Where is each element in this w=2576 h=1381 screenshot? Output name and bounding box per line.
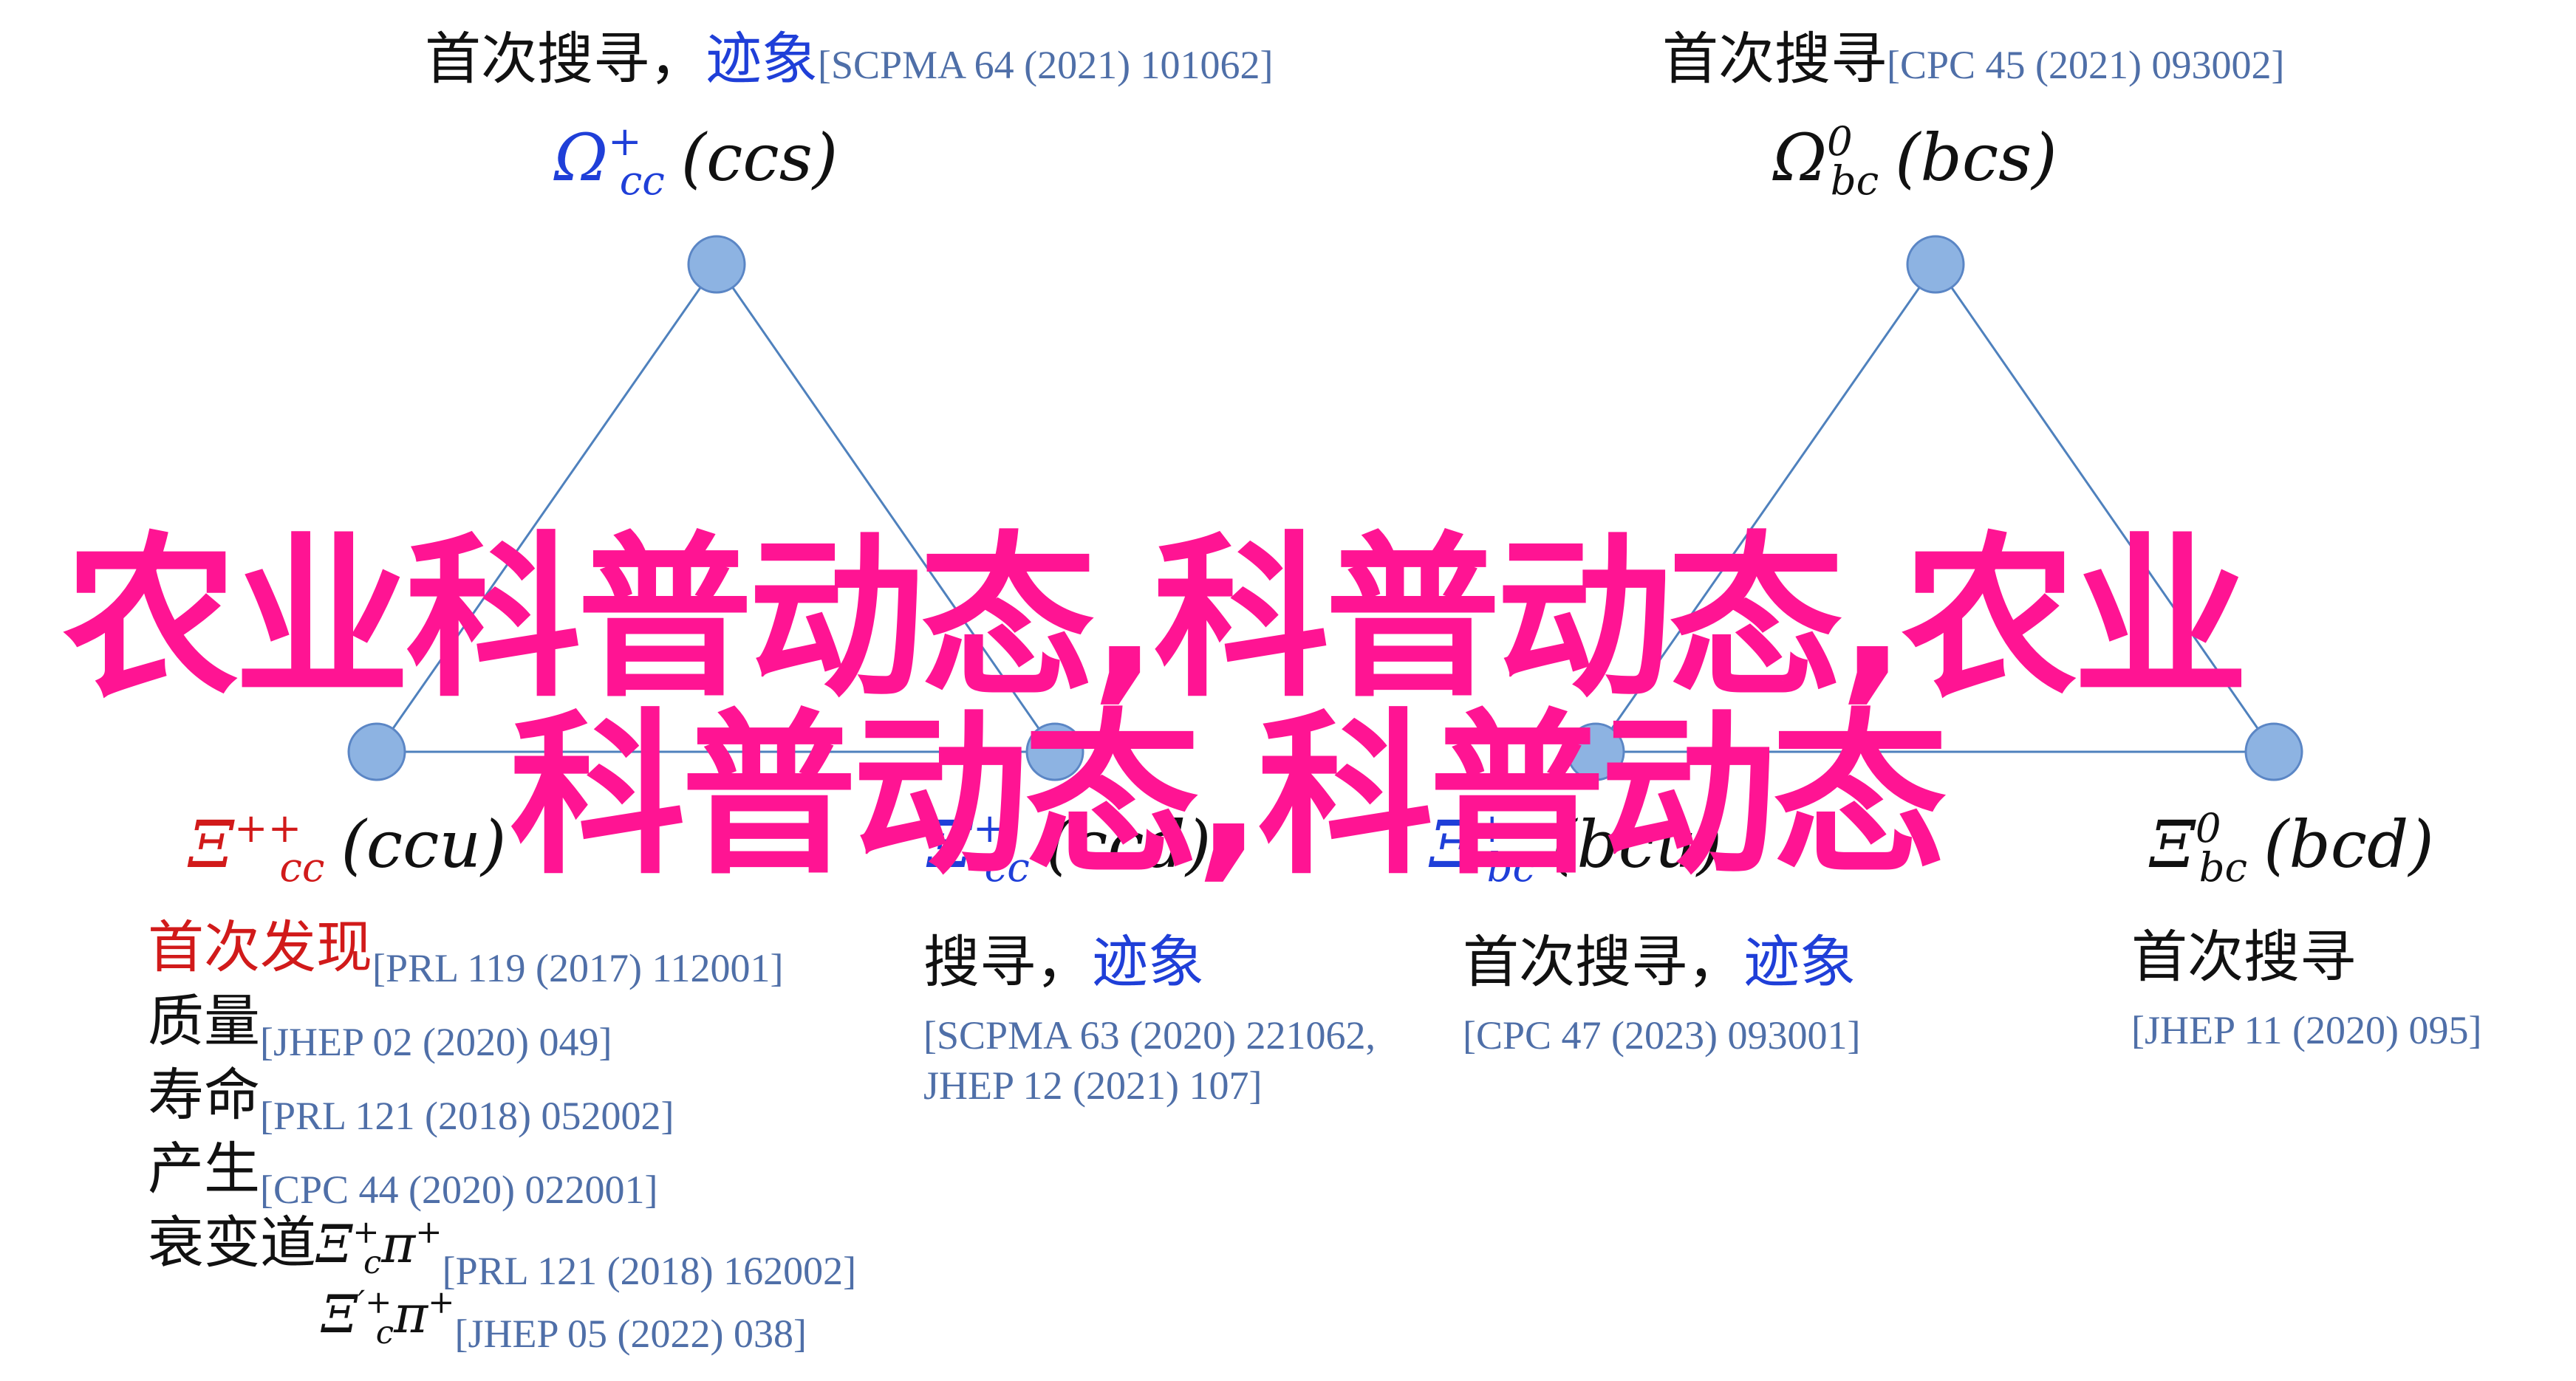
ccu-decay-2-sup: ′+ bbox=[358, 1284, 392, 1321]
label-bcu: 首次搜寻，迹象 bbox=[1463, 934, 1856, 990]
label-bcu-prefix: 首次搜寻， bbox=[1463, 929, 1743, 995]
formula-bcd-sup: 0 bbox=[2195, 804, 2221, 852]
ccu-line-3: 寿命[PRL 121 (2018) 052002] bbox=[148, 1067, 674, 1137]
label-bcd: 首次搜寻 bbox=[2131, 929, 2356, 985]
formula-ccs: Ω+cc(ccs) bbox=[554, 121, 838, 200]
node-bcu bbox=[1566, 722, 1625, 781]
formula-bcd-symbol: Ξ bbox=[2150, 806, 2196, 883]
ccu-line-2-ref: [JHEP 02 (2020) 049] bbox=[260, 1020, 612, 1064]
ccu-decay-2-symbol: Ξ bbox=[321, 1284, 358, 1345]
ccu-line-5-ref: [PRL 121 (2018) 162002] bbox=[442, 1249, 857, 1293]
formula-ccd: Ξ+cc(ccd) bbox=[927, 808, 1211, 887]
ref-ccd-line-1: [SCPMA 63 (2020) 221062, bbox=[923, 1013, 1376, 1058]
label-bcs-prefix: 首次搜寻 bbox=[1662, 26, 1887, 92]
formula-bcs-quarks: (bcs) bbox=[1895, 120, 2057, 196]
formula-bcu-sup: + bbox=[1475, 804, 1509, 852]
label-ccs-prefix: 首次搜寻， bbox=[425, 26, 706, 92]
ccu-decay-2: Ξ′+cπ+ bbox=[321, 1284, 455, 1349]
formula-ccs-quarks: (ccs) bbox=[680, 120, 838, 196]
edge-bcs-bcd bbox=[1934, 264, 2275, 753]
formula-bcd-quarks: (bcd) bbox=[2264, 806, 2434, 883]
ccu-decay-2-tail-sup: + bbox=[428, 1284, 455, 1321]
ccu-decay-1-sub: c bbox=[363, 1244, 382, 1282]
label-bcs: 首次搜寻[CPC 45 (2021) 093002] bbox=[1662, 31, 2285, 87]
node-ccd bbox=[1025, 722, 1084, 781]
ccu-line-5-label: 衰变道 bbox=[148, 1210, 316, 1275]
ccu-line-1-ref: [PRL 119 (2017) 112001] bbox=[372, 946, 784, 990]
formula-bcu-sub: bc bbox=[1486, 843, 1536, 891]
formula-bcd: Ξ0bc(bcd) bbox=[2150, 808, 2434, 887]
label-bcd-prefix: 首次搜寻 bbox=[2131, 924, 2356, 990]
formula-ccu-sub: cc bbox=[279, 843, 325, 891]
formula-bcs: Ω0bc(bcs) bbox=[1773, 121, 2057, 200]
formula-bcu-symbol: Ξ bbox=[1429, 806, 1475, 883]
formula-ccd-quarks: (ccd) bbox=[1045, 806, 1212, 883]
label-ccs: 首次搜寻，迹象[SCPMA 64 (2021) 101062] bbox=[425, 31, 1274, 87]
formula-ccd-sup: + bbox=[972, 804, 1007, 852]
watermark-line-2: 科普动态,科普动态 bbox=[510, 694, 1947, 899]
ccu-line-5: 衰变道Ξ+cπ+[PRL 121 (2018) 162002] bbox=[148, 1215, 856, 1292]
formula-bcu: Ξ+bc(bcu) bbox=[1429, 808, 1722, 887]
formula-ccu-symbol: Ξ bbox=[188, 806, 234, 883]
watermark-line-1: 农业科普动态,科普动态,农业 bbox=[63, 517, 2249, 722]
formula-ccu: Ξ++cc(ccu) bbox=[188, 808, 506, 887]
formula-ccu-sup: ++ bbox=[233, 804, 302, 852]
edge-bcs-bcu bbox=[1594, 264, 1937, 753]
formula-ccd-symbol: Ξ bbox=[927, 806, 973, 883]
edge-ccs-ccd bbox=[715, 264, 1056, 753]
label-ccd: 搜寻，迹象 bbox=[923, 934, 1204, 990]
label-bcu-highlight: 迹象 bbox=[1743, 929, 1856, 995]
ccu-decay-2-sub: c bbox=[375, 1315, 394, 1352]
ccu-decay-1-sup: + bbox=[352, 1213, 380, 1251]
ref-bcd: [JHEP 11 (2020) 095] bbox=[2131, 1008, 2482, 1052]
formula-ccd-sub: cc bbox=[984, 843, 1030, 891]
node-bcs bbox=[1906, 235, 1965, 294]
formula-ccs-sup: + bbox=[607, 117, 642, 165]
ccu-decay-1-tail-sup: + bbox=[415, 1213, 443, 1251]
label-ccd-prefix: 搜寻， bbox=[923, 929, 1092, 995]
edge-ccs-ccu bbox=[375, 264, 718, 753]
formula-ccs-symbol: Ω bbox=[554, 120, 608, 196]
ccu-decay-2-tail: π bbox=[394, 1284, 428, 1345]
ccu-decay-1-symbol: Ξ bbox=[316, 1214, 353, 1275]
ccu-line-6: Ξ′+cπ+[JHEP 05 (2022) 038] bbox=[321, 1286, 807, 1354]
formula-ccu-quarks: (ccu) bbox=[341, 806, 507, 883]
formula-ccs-sub: cc bbox=[619, 157, 665, 205]
formula-bcu-quarks: (bcu) bbox=[1551, 806, 1723, 883]
node-ccu bbox=[347, 722, 406, 781]
node-bcd bbox=[2244, 722, 2303, 781]
ccu-line-4-ref: [CPC 44 (2020) 022001] bbox=[260, 1168, 658, 1212]
label-ccs-highlight: 迹象 bbox=[706, 26, 818, 92]
ccu-decay-2-ref: [JHEP 05 (2022) 038] bbox=[454, 1312, 807, 1356]
ref-ccs: [SCPMA 64 (2021) 101062] bbox=[818, 43, 1274, 87]
label-ccd-highlight: 迹象 bbox=[1092, 929, 1204, 995]
ccu-line-1: 首次发现[PRL 119 (2017) 112001] bbox=[148, 919, 783, 989]
ccu-line-2: 质量[JHEP 02 (2020) 049] bbox=[148, 993, 612, 1063]
ref-ccd-line-2: JHEP 12 (2021) 107] bbox=[923, 1063, 1263, 1108]
ccu-line-4: 产生[CPC 44 (2020) 022001] bbox=[148, 1141, 658, 1210]
ccu-line-3-label: 寿命 bbox=[148, 1062, 260, 1128]
ref-bcu: [CPC 47 (2023) 093001] bbox=[1463, 1013, 1861, 1058]
ccu-line-3-ref: [PRL 121 (2018) 052002] bbox=[260, 1094, 674, 1138]
formula-bcd-sub: bc bbox=[2199, 843, 2248, 891]
ccu-line-1-label: 首次发现 bbox=[148, 914, 372, 980]
ccu-line-4-label: 产生 bbox=[148, 1136, 260, 1202]
ccu-line-2-label: 质量 bbox=[148, 988, 260, 1054]
formula-bcs-symbol: Ω bbox=[1773, 120, 1827, 196]
ref-bcs: [CPC 45 (2021) 093002] bbox=[1887, 43, 2285, 87]
node-ccs bbox=[687, 235, 746, 294]
ccu-decay-1-tail: π bbox=[381, 1214, 416, 1275]
ccu-decay-1: Ξ+cπ+ bbox=[316, 1213, 443, 1279]
formula-bcs-sup: 0 bbox=[1826, 117, 1853, 165]
formula-bcs-sub: bc bbox=[1830, 157, 1879, 205]
